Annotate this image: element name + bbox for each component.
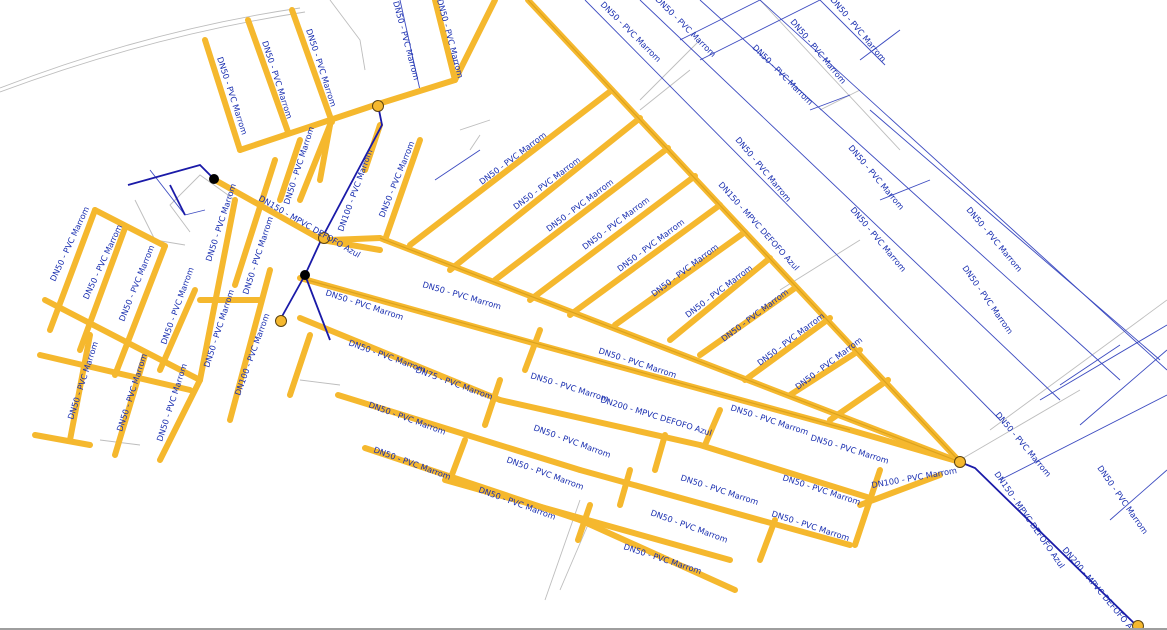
pipe-label: DN50 - PVC Marrom [372,444,452,481]
pipe-label: DN50 - PVC Marrom [755,311,826,368]
pipe-label: DN50 - PVC Marrom [964,205,1024,274]
pipe-label: DN50 - PVC Marrom [477,130,548,187]
pipe-label: DN50 - PVC Marrom [960,263,1015,335]
pipe-label: DN200 - MPVC DEFOFO Azul [599,394,713,437]
pipe-label: DN50 - PVC Marrom [654,0,719,59]
pipe-label: DN50 - PVC Marrom [788,17,848,86]
pipe-label: DN50 - PVC Marrom [599,0,664,64]
pipe-label: DN50 - PVC Marrom [719,287,790,344]
pipe-label: DN50 - PVC Marrom [367,399,447,436]
map-bottom-border [0,628,1167,630]
pipe-label: DN50 - PVC Marrom [511,155,582,212]
pipe-label: DN50 - PVC Marrom [391,0,422,81]
valve-node-icon[interactable] [275,315,287,327]
pipe-label: DN50 - PVC Marrom [421,279,502,311]
valve-node-icon[interactable] [954,456,966,468]
junction-node-icon[interactable] [300,270,310,280]
pipe-label: DN50 - PVC Marrom [828,0,888,64]
pipe-label: DN100 - PVC Marrom [232,312,271,397]
pipe-label: DN200 - MPVC DEFOFO Azul [1060,545,1142,630]
pipe-network[interactable] [32,0,963,593]
pipe-label: DN50 - PVC Marrom [846,143,906,212]
pipe-centerlines [299,0,961,463]
pipe-label: DN50 - PVC Marrom [529,370,610,403]
valve-node-icon[interactable] [318,232,330,244]
pipe-label: DN75 - PVC Marrom [414,364,494,401]
pipe-label: DN50 - PVC Marrom [532,422,612,459]
pipe-label: DN100 - PVC Marrom [335,148,374,233]
pipe-label: DN50 - PVC Marrom [477,484,557,521]
pipe-label: DN50 - PVC Marrom [1095,463,1150,535]
pipe-label: DN50 - PVC Marrom [65,340,100,420]
valve-node-icon[interactable] [1132,620,1144,630]
junction-node-icon[interactable] [209,174,219,184]
valve-node-icon[interactable] [372,100,384,112]
pipe-label: DN50 - PVC Marrom [751,42,816,107]
pipe-label: DN150 - MPVC DEFOFO Azul [992,469,1067,570]
pipe-label: DN50 - PVC Marrom [793,335,864,392]
pipe-label: DN50 - PVC Marrom [848,205,908,274]
pipe-label: DN50 - PVC Marrom [733,135,793,204]
